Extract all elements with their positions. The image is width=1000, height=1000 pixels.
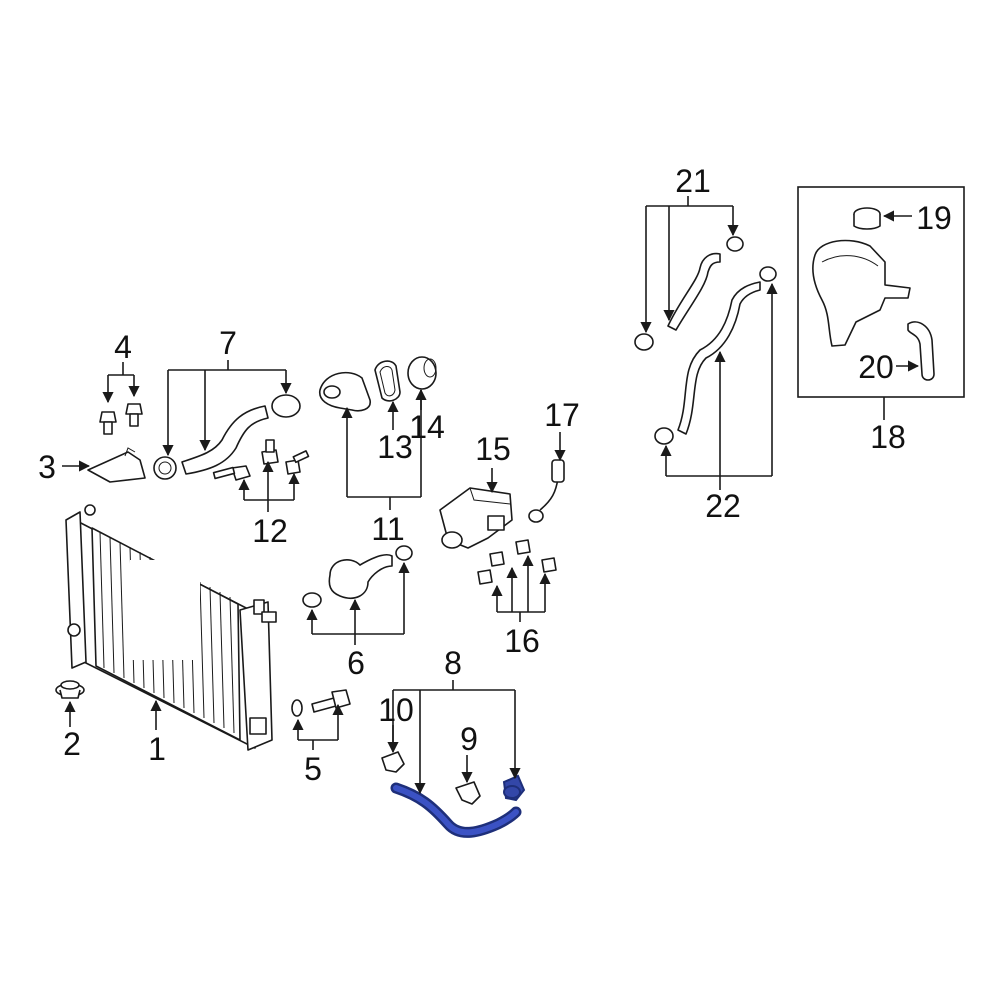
callout-11: 11 bbox=[371, 511, 404, 547]
callout-21: 21 bbox=[675, 163, 711, 199]
callout-3: 3 bbox=[38, 449, 56, 485]
thermostat-part bbox=[407, 356, 437, 390]
callout-17: 17 bbox=[544, 397, 580, 433]
callout-1: 1 bbox=[148, 731, 166, 767]
callout-10: 10 bbox=[378, 692, 414, 728]
callout-16: 16 bbox=[504, 623, 540, 659]
lower-hose-highlighted-part bbox=[390, 782, 522, 838]
hose-clamp-8-part bbox=[502, 774, 526, 802]
callout-labels: 1 2 3 4 5 6 7 8 9 10 11 12 13 14 15 16 1… bbox=[38, 163, 952, 787]
reservoir-group-box bbox=[797, 186, 965, 398]
callout-8: 8 bbox=[444, 645, 462, 681]
callout-7: 7 bbox=[219, 325, 237, 361]
thermostat-housing-part bbox=[318, 371, 371, 412]
callout-9: 9 bbox=[460, 721, 478, 757]
callout-18: 18 bbox=[870, 419, 906, 455]
clamp-10-part bbox=[381, 751, 405, 773]
callout-2: 2 bbox=[63, 726, 81, 762]
bracket-bolts-part bbox=[99, 403, 143, 435]
callout-14: 14 bbox=[409, 409, 445, 445]
leader-lines bbox=[62, 196, 920, 795]
upper-hose-part bbox=[153, 394, 301, 480]
bracket-part bbox=[87, 447, 146, 483]
callout-13: 13 bbox=[377, 429, 413, 465]
gasket-part bbox=[374, 360, 401, 402]
heater-hose-22-part bbox=[654, 266, 777, 445]
outlet-hose-part bbox=[302, 545, 413, 608]
bolt-oring-part bbox=[291, 689, 351, 717]
control-bolts-part bbox=[477, 539, 557, 585]
housing-bolts-part bbox=[212, 439, 310, 481]
callout-12: 12 bbox=[252, 513, 288, 549]
callout-4: 4 bbox=[114, 329, 132, 365]
control-housing-part bbox=[439, 487, 513, 549]
callout-15: 15 bbox=[475, 431, 511, 467]
callout-6: 6 bbox=[347, 645, 365, 681]
callout-19: 19 bbox=[916, 200, 952, 236]
radiator-cap-part bbox=[55, 680, 85, 699]
radiator-part bbox=[65, 504, 277, 751]
heater-hose-21-part bbox=[634, 236, 744, 351]
sensor-hose-part bbox=[528, 459, 565, 523]
callout-20: 20 bbox=[858, 349, 894, 385]
callout-22: 22 bbox=[705, 488, 741, 524]
callout-5: 5 bbox=[304, 751, 322, 787]
bracket-9-part bbox=[455, 781, 481, 805]
